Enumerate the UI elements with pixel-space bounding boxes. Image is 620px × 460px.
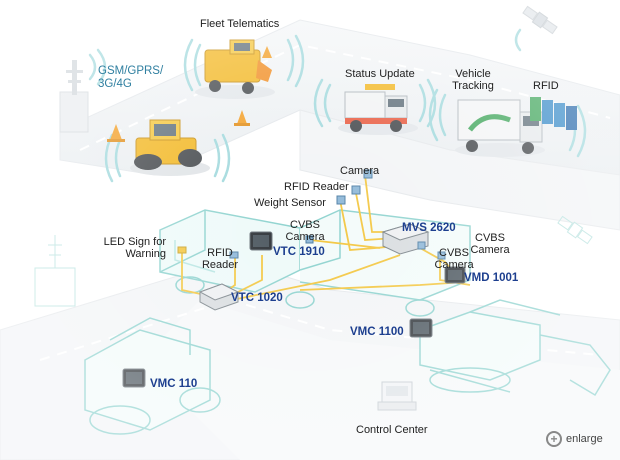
label-camera: Camera	[340, 165, 380, 177]
label-rfid-reader-left-line1: RFID	[207, 247, 233, 259]
label-weight-sensor: Weight Sensor	[254, 197, 326, 209]
label-vehicle-tracking: Vehicle Tracking	[448, 68, 498, 92]
product-mvs2620: MVS 2620	[402, 222, 456, 234]
label-cvbs-camera-mid-line2: Camera	[434, 259, 474, 271]
zoom-in-icon: +	[546, 431, 562, 447]
product-vtc1020: VTC 1020	[231, 292, 283, 304]
label-cvbs-camera-mid-line1: CVBS	[439, 247, 469, 259]
label-led-sign: LED Sign for Warning	[96, 236, 166, 260]
label-cvbs-camera-right: CVBS Camera	[470, 232, 510, 256]
label-cvbs-camera-mid: CVBS Camera	[434, 247, 474, 271]
enlarge-button[interactable]: + enlarge	[546, 430, 603, 448]
label-cvbs-camera-right-line2: Camera	[470, 244, 510, 256]
label-cvbs-camera-right-line1: CVBS	[475, 232, 505, 244]
label-rfid-reader-left: RFID Reader	[200, 247, 240, 271]
label-vehicle-tracking-line1: Vehicle	[455, 68, 491, 80]
label-cvbs-camera-left-line2: Camera	[285, 231, 325, 243]
label-rfid-reader: RFID Reader	[284, 181, 349, 193]
label-status-update: Status Update	[345, 68, 415, 80]
label-cvbs-camera-left: CVBS Camera	[285, 219, 325, 243]
product-vtc1910: VTC 1910	[273, 246, 325, 258]
product-vmc110: VMC 110	[150, 378, 198, 390]
label-rfid-reader-left-line2: Reader	[201, 259, 239, 271]
enlarge-label: enlarge	[566, 433, 603, 445]
label-vehicle-tracking-line2: Tracking	[452, 80, 494, 92]
label-gsm: GSM/GPRS/ 3G/4G	[98, 65, 163, 91]
label-gsm-line2: 3G/4G	[98, 78, 132, 90]
label-led-sign-line2: Warning	[125, 248, 166, 260]
label-rfid: RFID	[533, 80, 559, 92]
product-vmd1001: VMD 1001	[464, 272, 519, 284]
label-cvbs-camera-left-line1: CVBS	[290, 219, 320, 231]
label-fleet-telematics: Fleet Telematics	[200, 18, 280, 30]
label-led-sign-line1: LED Sign for	[103, 236, 166, 248]
product-vmc1100: VMC 1100	[350, 326, 404, 338]
label-control-center: Control Center	[356, 424, 428, 436]
label-gsm-line1: GSM/GPRS/	[98, 65, 164, 77]
